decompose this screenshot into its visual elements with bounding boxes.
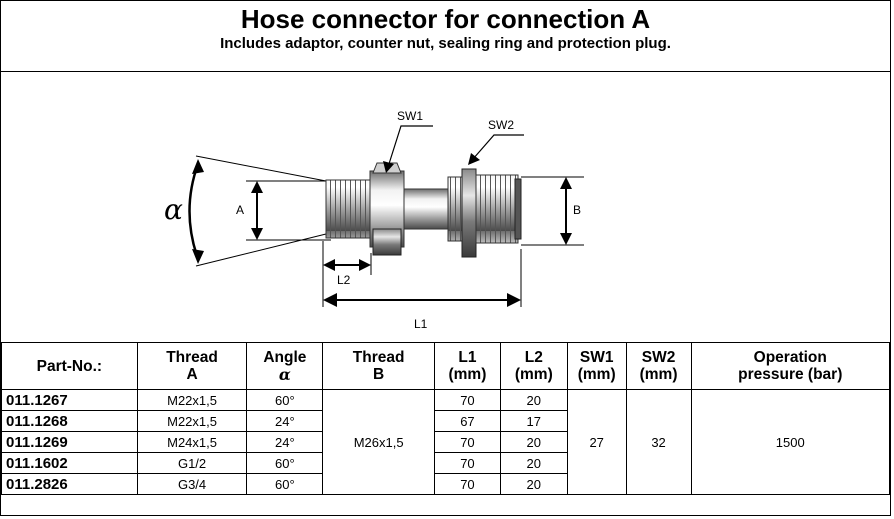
pressure-value: 1500 xyxy=(690,389,890,495)
thread-a-value: M24x1,5 xyxy=(136,431,248,453)
angle-value: 60° xyxy=(246,389,324,411)
l1-value: 67 xyxy=(433,410,501,432)
part-number: 011.1269 xyxy=(1,431,138,453)
l1-value: 70 xyxy=(433,389,501,411)
table-row: 011.2826 G3/4 60° 70 20 xyxy=(1,473,890,495)
table-row: 011.1269 M24x1,5 24° 70 20 xyxy=(1,431,890,453)
wrench-size-leaders xyxy=(383,125,524,173)
dimension-l2 xyxy=(322,241,372,307)
a-label: A xyxy=(236,203,244,217)
table-row: 011.1268 M22x1,5 24° 67 17 xyxy=(1,410,890,432)
page-title: Hose connector for connection A xyxy=(240,4,651,34)
table-row: 011.1602 G1/2 60° 70 20 xyxy=(1,452,890,474)
thread-a-value: G1/2 xyxy=(136,452,248,474)
table-row: 011.1267 M22x1,5 60° M26x1,5 70 20 27 32… xyxy=(1,389,890,495)
connector-drawing: α A xyxy=(164,109,584,331)
alpha-label: α xyxy=(164,193,183,226)
cone-angle-lines xyxy=(188,155,327,267)
col-l2: L2(mm) xyxy=(499,342,568,390)
part-number: 011.1268 xyxy=(1,410,138,432)
angle-value: 60° xyxy=(246,473,324,495)
dimension-b xyxy=(521,176,584,246)
l2-value: 20 xyxy=(499,473,568,495)
col-l1: L1(mm) xyxy=(433,342,501,390)
sw1-label: SW1 xyxy=(397,109,423,123)
thread-a-value: G3/4 xyxy=(136,473,248,495)
page-subtitle: Includes adaptor, counter nut, sealing r… xyxy=(220,35,671,52)
dimension-a xyxy=(246,180,331,241)
angle-value: 24° xyxy=(246,410,324,432)
thread-b-value: M26x1,5 xyxy=(322,389,435,495)
thread-a-value: M22x1,5 xyxy=(136,410,248,432)
sw2-label: SW2 xyxy=(488,118,514,132)
thread-a-value: M22x1,5 xyxy=(136,389,248,411)
angle-value: 60° xyxy=(246,452,324,474)
col-sw2: SW2(mm) xyxy=(625,342,692,390)
sw1-value: 27 xyxy=(566,389,627,495)
part-number: 011.2826 xyxy=(1,473,138,495)
l1-value: 70 xyxy=(433,473,501,495)
l2-value: 20 xyxy=(499,431,568,453)
technical-drawing: α A xyxy=(1,71,890,343)
l1-value: 70 xyxy=(433,431,501,453)
angle-value: 24° xyxy=(246,431,324,453)
dimension-l1 xyxy=(323,249,522,307)
l2-value: 20 xyxy=(499,452,568,474)
part-number: 011.1602 xyxy=(1,452,138,474)
l2-label: L2 xyxy=(337,273,351,287)
l2-value: 17 xyxy=(499,410,568,432)
col-sw1: SW1(mm) xyxy=(566,342,627,390)
l2-value: 20 xyxy=(499,389,568,411)
b-label: B xyxy=(573,203,581,217)
l1-value: 70 xyxy=(433,452,501,474)
col-part-no: Part-No.: xyxy=(1,342,138,390)
title-block: Hose connector for connection A Includes… xyxy=(1,1,890,72)
part-number: 011.1267 xyxy=(1,389,138,411)
connector-body xyxy=(325,162,522,258)
l1-label: L1 xyxy=(414,317,428,331)
sw2-value: 32 xyxy=(625,389,692,495)
